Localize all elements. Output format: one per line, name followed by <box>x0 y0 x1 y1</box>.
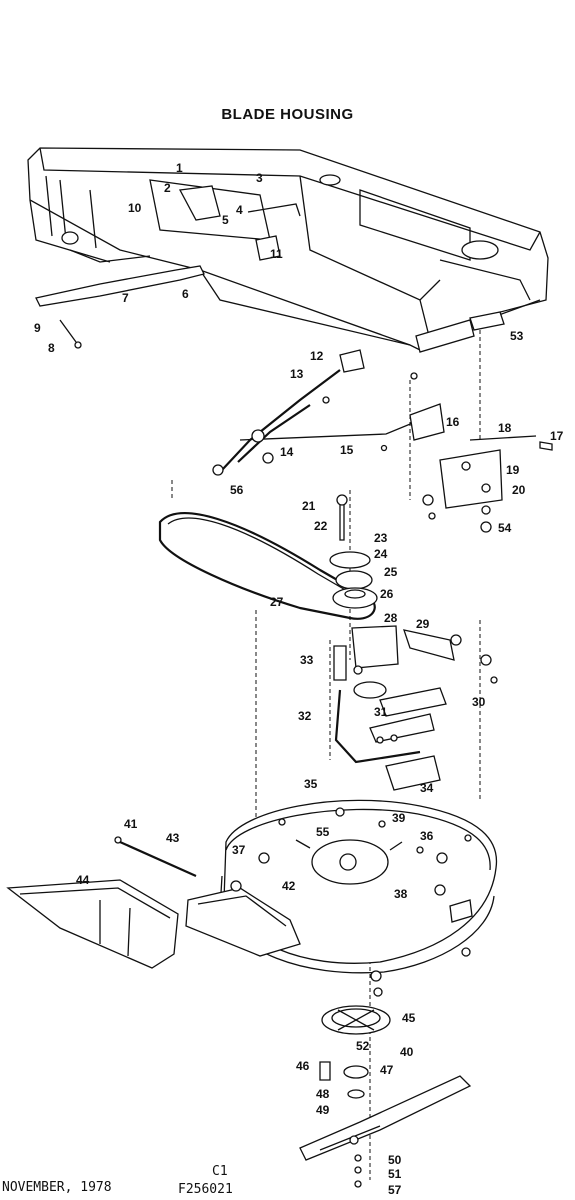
callout-35: 35 <box>304 777 318 791</box>
callout-44: 44 <box>76 873 90 887</box>
callout-52: 52 <box>356 1039 370 1053</box>
callout-50: 50 <box>388 1153 402 1167</box>
callout-49: 49 <box>316 1103 330 1117</box>
callout-14: 14 <box>280 445 294 459</box>
callout-57: 57 <box>388 1183 402 1197</box>
callout-28: 28 <box>384 611 398 625</box>
callout-30: 30 <box>472 695 486 709</box>
footer-code: F256021 <box>178 1182 233 1197</box>
callout-39: 39 <box>392 811 406 825</box>
callout-1: 1 <box>176 161 183 175</box>
callout-43: 43 <box>166 831 180 845</box>
callout-labels: 1 2 3 4 5 6 7 8 9 10 11 12 13 14 15 16 1… <box>34 161 564 1197</box>
chute-and-rod <box>6 836 197 969</box>
idler-assembly <box>333 625 498 791</box>
callout-33: 33 <box>300 653 314 667</box>
callout-32: 32 <box>298 709 312 723</box>
callout-27: 27 <box>270 595 284 609</box>
callout-38: 38 <box>394 887 408 901</box>
callout-22: 22 <box>314 519 328 533</box>
callout-15: 15 <box>340 443 354 457</box>
callout-26: 26 <box>380 587 394 601</box>
footer-section: C1 <box>212 1164 228 1179</box>
linkage-assembly <box>212 349 553 533</box>
callout-46: 46 <box>296 1059 310 1073</box>
callout-2: 2 <box>164 181 171 195</box>
callout-10: 10 <box>128 201 142 215</box>
deck-housing <box>185 799 498 974</box>
spindle-blade <box>299 970 472 1188</box>
callout-18: 18 <box>498 421 512 435</box>
callout-3: 3 <box>256 171 263 185</box>
callout-23: 23 <box>374 531 388 545</box>
callout-56: 56 <box>230 483 244 497</box>
callout-17: 17 <box>550 429 564 443</box>
callout-9: 9 <box>34 321 41 335</box>
callout-31: 31 <box>374 705 388 719</box>
callout-36: 36 <box>420 829 434 843</box>
callout-37: 37 <box>232 843 246 857</box>
callout-40: 40 <box>400 1045 414 1059</box>
callout-42: 42 <box>282 879 296 893</box>
callout-55: 55 <box>316 825 330 839</box>
callout-41: 41 <box>124 817 138 831</box>
footer-date: NOVEMBER, 1978 <box>2 1180 112 1195</box>
tractor-frame <box>27 147 549 380</box>
callout-48: 48 <box>316 1087 330 1101</box>
callout-12: 12 <box>310 349 324 363</box>
callout-45: 45 <box>402 1011 416 1025</box>
callout-29: 29 <box>416 617 430 631</box>
callout-51: 51 <box>388 1167 402 1181</box>
callout-16: 16 <box>446 415 460 429</box>
diagram-title: BLADE HOUSING <box>221 106 354 123</box>
callout-54: 54 <box>498 521 512 535</box>
callout-4: 4 <box>236 203 243 217</box>
callout-20: 20 <box>512 483 526 497</box>
belt-pulley <box>158 494 378 620</box>
callout-6: 6 <box>182 287 189 301</box>
callout-19: 19 <box>506 463 520 477</box>
callout-24: 24 <box>374 547 388 561</box>
callout-5: 5 <box>222 213 229 227</box>
callout-21: 21 <box>302 499 316 513</box>
callout-11: 11 <box>270 247 283 261</box>
callout-8: 8 <box>48 341 55 355</box>
callout-7: 7 <box>122 291 129 305</box>
callout-25: 25 <box>384 565 398 579</box>
callout-53: 53 <box>510 329 524 343</box>
assembly-guide-lines <box>171 330 481 1180</box>
callout-13: 13 <box>290 367 304 381</box>
callout-34: 34 <box>420 781 434 795</box>
callout-47: 47 <box>380 1063 394 1077</box>
